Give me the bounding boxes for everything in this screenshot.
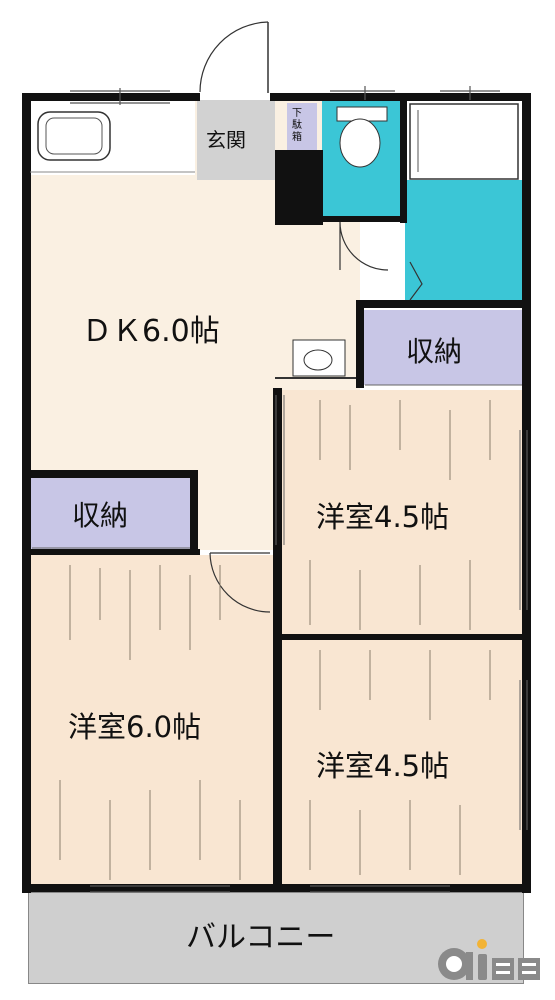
storage-left-room — [30, 478, 190, 550]
wall-storage-left — [356, 300, 364, 388]
kitchen-sink-icon — [37, 111, 111, 161]
wall-outer-left — [22, 93, 31, 893]
room-door — [209, 552, 271, 613]
top-windows — [70, 86, 500, 105]
entrance-door — [199, 21, 269, 93]
entrance-label: 玄関 — [206, 128, 246, 152]
storage-top-room — [362, 310, 522, 385]
wall-toilet-right — [400, 93, 407, 223]
logo-mark-icon — [438, 939, 540, 980]
western-upper-label: 洋室4.5帖 — [316, 500, 450, 534]
wall-shoe-box — [275, 150, 323, 225]
bathtub-icon — [409, 103, 519, 180]
western-lower-label: 洋室4.5帖 — [316, 749, 450, 783]
wash-basin-icon — [292, 339, 346, 377]
wall-storage-top — [356, 300, 531, 308]
sliding-doors — [32, 384, 528, 893]
wall-storage-left-top — [22, 470, 197, 478]
dk-label: ＤＫ6.0帖 — [82, 314, 220, 349]
ai-chintai-logo — [426, 930, 551, 990]
wall-between-western — [282, 634, 522, 640]
bath-door — [409, 261, 423, 301]
western-left-label: 洋室6.0帖 — [68, 710, 202, 744]
floor-texture — [59, 400, 491, 880]
wall-outer-bottom — [22, 884, 531, 892]
storage-left-label: 収納 — [72, 499, 129, 532]
entrance-area — [197, 100, 275, 180]
balcony-label: バルコニー — [186, 920, 336, 955]
toilet-icon — [336, 106, 388, 168]
storage-top-label: 収納 — [406, 335, 463, 368]
wall-storage-left-right — [190, 470, 198, 555]
toilet-door — [339, 221, 389, 271]
shoe-box-label: 下駄箱 — [292, 108, 302, 143]
wall-toilet-bottom — [320, 216, 407, 222]
western-left-room — [30, 555, 275, 885]
shoe-box-area — [287, 103, 317, 153]
wall-western-left-top — [30, 549, 200, 555]
wall-outer-top-left — [22, 93, 200, 101]
wall-western-upper-left — [273, 388, 282, 888]
